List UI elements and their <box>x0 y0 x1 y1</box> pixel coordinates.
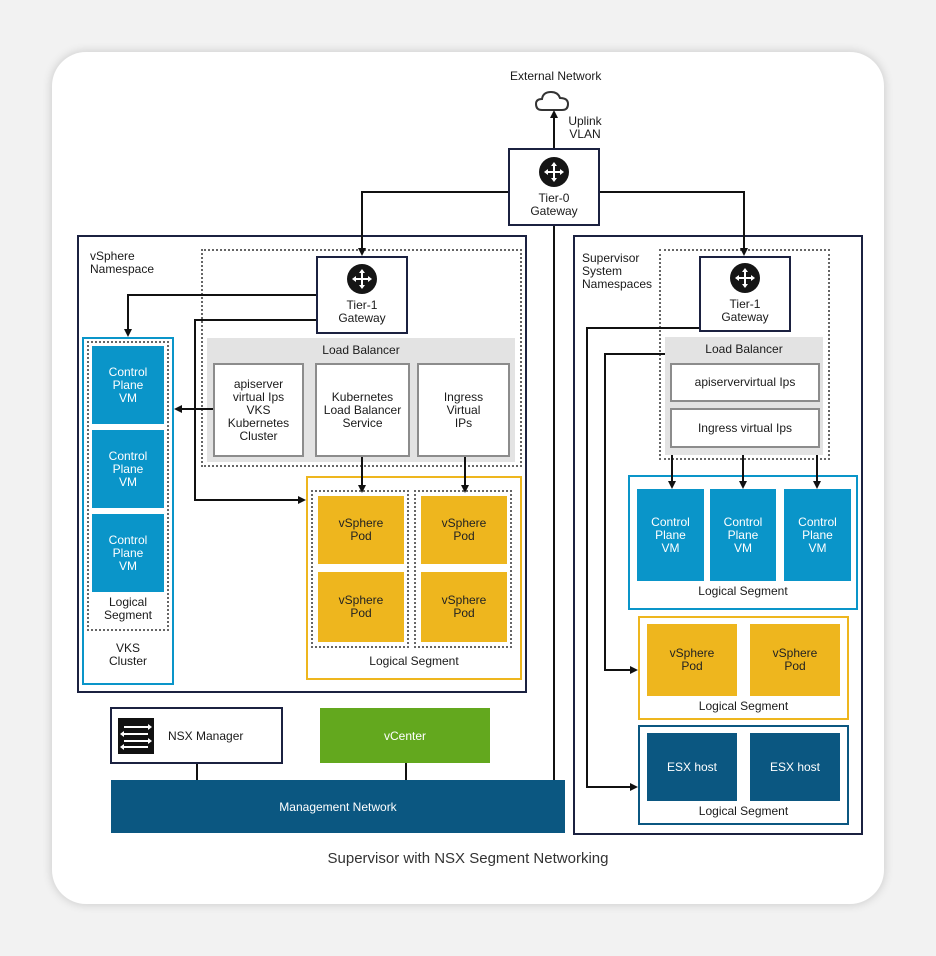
lb-apiserver-vips[interactable]: apiserver virtual Ips VKS Kubernetes Clu… <box>213 363 304 457</box>
supervisor-tier1-gateway[interactable]: Tier-1 Gateway <box>699 256 791 332</box>
router-icon <box>347 264 377 294</box>
tier0-label: Tier-0 Gateway <box>530 191 578 218</box>
nsx-manager-label: NSX Manager <box>168 729 244 743</box>
vsphere-pod[interactable]: vSphere Pod <box>647 624 737 696</box>
cp-segment-label: Logical Segment <box>698 584 788 598</box>
lb-ingress-vips[interactable]: Ingress virtual Ips <box>670 408 820 448</box>
tier1-label: Tier-1 Gateway <box>338 298 386 325</box>
control-plane-vm[interactable]: Control Plane VM <box>92 346 164 424</box>
vcenter[interactable]: vCenter <box>320 708 490 763</box>
esx-host[interactable]: ESX host <box>750 733 840 801</box>
control-plane-vm[interactable]: Control Plane VM <box>710 489 776 581</box>
vsphere-namespace-title: vSphere Namespace <box>90 249 155 276</box>
lb-apiserver-vips[interactable]: apiservervirtual Ips <box>670 363 820 402</box>
vks-cluster-label: VKS Cluster <box>108 641 147 668</box>
nsx-manager-icon <box>118 718 154 754</box>
vsphere-pod[interactable]: vSphere Pod <box>318 572 404 642</box>
esx-host[interactable]: ESX host <box>647 733 737 801</box>
control-plane-vm[interactable]: Control Plane VM <box>637 489 704 581</box>
control-plane-vm[interactable]: Control Plane VM <box>784 489 851 581</box>
lb-ingress-vips[interactable]: Ingress Virtual IPs <box>417 363 510 457</box>
vks-logical-segment <box>87 341 169 631</box>
control-plane-vm[interactable]: Control Plane VM <box>92 430 164 508</box>
nsx-manager[interactable]: NSX Manager <box>110 707 283 764</box>
pod-segment-label: Logical Segment <box>698 699 789 713</box>
vsphere-pod[interactable]: vSphere Pod <box>421 496 507 564</box>
management-network[interactable]: Management Network <box>111 780 565 833</box>
load-balancer-label: Load Balancer <box>705 342 783 356</box>
vsphere-tier1-gateway[interactable]: Tier-1 Gateway <box>316 256 408 334</box>
cloud-icon <box>534 90 570 111</box>
esx-segment-label: Logical Segment <box>698 804 789 818</box>
tier1-label: Tier-1 Gateway <box>721 297 769 324</box>
uplink-vlan-label: Uplink VLAN <box>568 114 602 141</box>
router-icon <box>539 157 569 187</box>
vsphere-pod[interactable]: vSphere Pod <box>318 496 404 564</box>
router-icon <box>730 263 760 293</box>
diagram-caption: Supervisor with NSX Segment Networking <box>327 850 609 867</box>
tier0-gateway[interactable]: Tier-0 Gateway <box>508 148 600 226</box>
external-network-label: External Network <box>510 69 602 83</box>
supervisor-namespaces-title: Supervisor System Namespaces <box>582 251 653 291</box>
vsphere-pod[interactable]: vSphere Pod <box>750 624 840 696</box>
vks-segment-label: Logical Segment <box>103 595 153 622</box>
load-balancer-label: Load Balancer <box>322 343 400 357</box>
pod-segment-label: Logical Segment <box>369 654 459 668</box>
control-plane-vm[interactable]: Control Plane VM <box>92 514 164 592</box>
vsphere-pod[interactable]: vSphere Pod <box>421 572 507 642</box>
lb-kubernetes-service[interactable]: Kubernetes Load Balancer Service <box>315 363 410 457</box>
